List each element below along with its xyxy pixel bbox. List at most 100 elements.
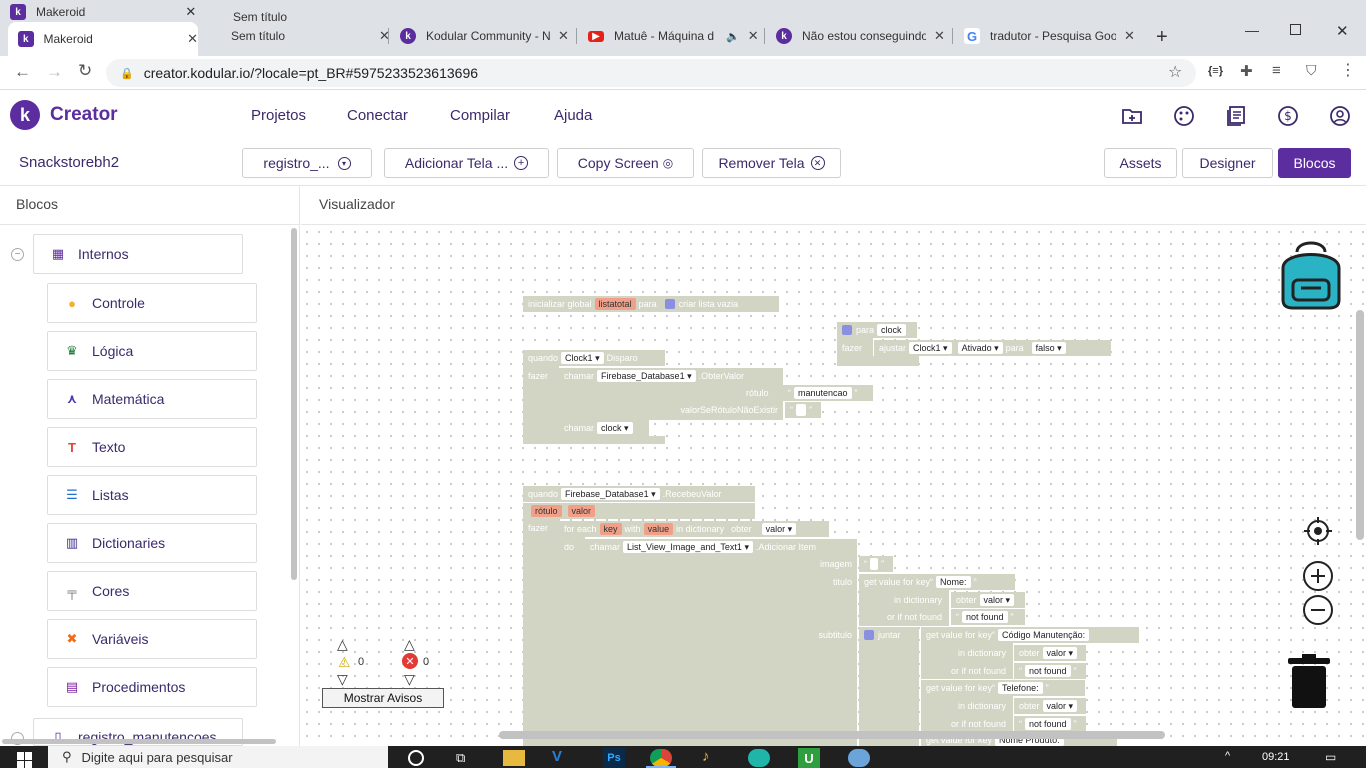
block-juntar[interactable]: juntar (859, 627, 919, 643)
category-cores[interactable]: ╤ Cores (47, 571, 257, 611)
star-icon[interactable]: ☆ (1168, 64, 1183, 81)
photoshop-icon[interactable]: Ps (603, 748, 625, 768)
block-get-value-nome[interactable]: get value for key “Nome:” (859, 574, 1015, 590)
error-down-arrow[interactable]: ▽ (404, 671, 415, 687)
text-block-not-found[interactable]: “not found” (951, 609, 1025, 625)
component-dropdown[interactable]: Firebase_Database1 ▾ (597, 370, 696, 382)
menu-compilar[interactable]: Compilar (450, 107, 511, 124)
notifications-icon[interactable]: ▭ (1325, 750, 1337, 764)
warning-down-arrow[interactable]: ▽ (337, 671, 348, 687)
url-text[interactable]: creator.kodular.io/?locale=pt_BR#5975233… (143, 65, 479, 81)
puzzle-icon[interactable]: ✚ (1240, 63, 1253, 80)
boolean-dropdown[interactable]: falso ▾ (1031, 342, 1066, 354)
text-value[interactable]: not found (1025, 665, 1071, 677)
text-block-not-found[interactable]: “not found” (1014, 663, 1086, 679)
component-dropdown[interactable]: Clock1 ▾ (561, 352, 604, 364)
text-value[interactable]: Nome: (936, 576, 971, 588)
category-logica[interactable]: ♛ Lógica (47, 331, 257, 371)
text-block-empty[interactable]: “” (785, 402, 821, 418)
text-block-empty[interactable]: “” (859, 556, 893, 572)
block-getter-valor[interactable]: obter valor ▾ (1014, 645, 1086, 661)
brand-title[interactable]: Creator (50, 104, 118, 125)
shield-icon[interactable]: ⛉ (1306, 62, 1317, 78)
block-get-value-telefone[interactable]: get value for key “Telefone:” (921, 680, 1085, 696)
extension-json-icon[interactable]: {≡} (1208, 65, 1223, 77)
warning-up-arrow[interactable]: △ (337, 636, 348, 652)
block-call-obtervalor[interactable]: chamar Firebase_Database1 ▾ .ObterValor (559, 368, 783, 384)
workspace-hscrollbar[interactable] (499, 731, 1165, 739)
text-value[interactable]: not found (1025, 718, 1071, 730)
loop-value[interactable]: value (643, 523, 674, 535)
assets-button[interactable]: Assets (1104, 148, 1177, 178)
taskbar-search[interactable]: ⚲ Digite aqui para pesquisar (48, 746, 388, 768)
app-globe-icon[interactable] (848, 749, 870, 767)
workspace-vscrollbar[interactable] (1356, 310, 1364, 540)
tab-makeroid[interactable]: k Makeroid ✕ (8, 22, 198, 56)
error-up-arrow[interactable]: △ (404, 636, 415, 652)
property-dropdown[interactable]: Ativado ▾ (957, 342, 1003, 354)
getter-dropdown[interactable]: valor ▾ (1042, 647, 1078, 659)
show-warnings-button[interactable]: Mostrar Avisos (322, 688, 444, 708)
docs-icon[interactable] (1225, 105, 1247, 127)
app-green-icon[interactable]: U (798, 748, 820, 768)
text-value[interactable]: not found (962, 611, 1008, 623)
screen-select[interactable]: registro_... ▾ (242, 148, 372, 178)
block-call-clock[interactable]: chamar clock ▾ (559, 420, 649, 436)
recenter-icon[interactable] (1303, 516, 1333, 546)
chrome-icon[interactable] (650, 749, 672, 767)
close-icon[interactable]: ✕ (187, 31, 198, 46)
close-icon[interactable]: ✕ (558, 28, 569, 43)
tab-google[interactable]: G tradutor - Pesquisa Goo ✕ (954, 22, 1142, 50)
new-tab-button[interactable]: + (1156, 26, 1168, 48)
gear-icon[interactable] (842, 325, 852, 335)
speaker-icon[interactable]: 🔈 (726, 30, 740, 43)
component-dropdown[interactable]: Firebase_Database1 ▾ (561, 488, 660, 500)
getter-dropdown[interactable]: valor ▾ (1042, 700, 1078, 712)
getter-dropdown[interactable]: valor ▾ (979, 594, 1015, 606)
window-close-icon[interactable]: ✕ (1336, 23, 1349, 40)
zoom-in-icon[interactable] (1302, 560, 1334, 592)
component-dropdown[interactable]: Clock1 ▾ (909, 342, 952, 354)
panel-scrollbar[interactable] (291, 228, 297, 580)
tray-chevron-icon[interactable]: ^ (1225, 750, 1231, 762)
category-internos[interactable]: ▦ Internos (33, 234, 243, 274)
procedure-dropdown[interactable]: clock ▾ (597, 422, 633, 434)
backpack-icon[interactable] (1277, 238, 1347, 310)
file-explorer-icon[interactable] (503, 750, 525, 766)
vscode-icon[interactable]: V (552, 748, 563, 765)
text-value[interactable] (796, 404, 806, 416)
gear-icon[interactable] (664, 299, 675, 309)
menu-ajuda[interactable]: Ajuda (554, 107, 593, 124)
expand-icon[interactable] (11, 732, 24, 745)
close-icon[interactable]: ✕ (379, 28, 390, 43)
folder-add-icon[interactable] (1121, 105, 1143, 127)
param-valor[interactable]: valor (567, 505, 596, 517)
forward-icon[interactable]: → (46, 62, 63, 81)
text-block-not-found[interactable]: “not found” (1014, 716, 1086, 732)
palette-icon[interactable] (1173, 105, 1195, 127)
block-for-each[interactable]: for each key with value in dictionary ob… (559, 521, 829, 537)
back-icon[interactable]: ← (14, 62, 31, 81)
close-icon[interactable]: ✕ (747, 28, 759, 43)
block-getter-valor[interactable]: obter valor ▾ (1014, 698, 1086, 714)
reload-icon[interactable]: ↻ (78, 61, 93, 80)
category-dictionaries[interactable]: ▥ Dictionaries (47, 523, 257, 563)
cortana-icon[interactable] (408, 750, 424, 766)
category-listas[interactable]: ☰ Listas (47, 475, 257, 515)
tab-youtube[interactable]: ▶ Matuê - Máquina d 🔈 ✕ (578, 22, 766, 50)
designer-button[interactable]: Designer (1182, 148, 1273, 178)
kodular-logo[interactable]: k (10, 100, 40, 130)
tab-nao-estou[interactable]: k Não estou conseguindo ✕ (766, 22, 954, 50)
block-when-clock[interactable]: quando Clock1 ▾ Disparo (523, 350, 665, 366)
windows-start-icon[interactable] (17, 752, 33, 768)
playlist-icon[interactable]: ≡ (1272, 62, 1281, 79)
task-view-icon[interactable]: ⧉ (456, 750, 466, 765)
collapse-icon[interactable]: − (11, 248, 24, 261)
category-controle[interactable]: ● Controle (47, 283, 257, 323)
text-value[interactable]: manutencao (794, 387, 852, 399)
restore-icon[interactable] (1290, 24, 1301, 35)
procedure-name[interactable]: clock (877, 324, 906, 336)
category-procedimentos[interactable]: ▤ Procedimentos (47, 667, 257, 707)
account-icon[interactable] (1329, 105, 1351, 127)
close-icon[interactable]: ✕ (1124, 28, 1135, 43)
